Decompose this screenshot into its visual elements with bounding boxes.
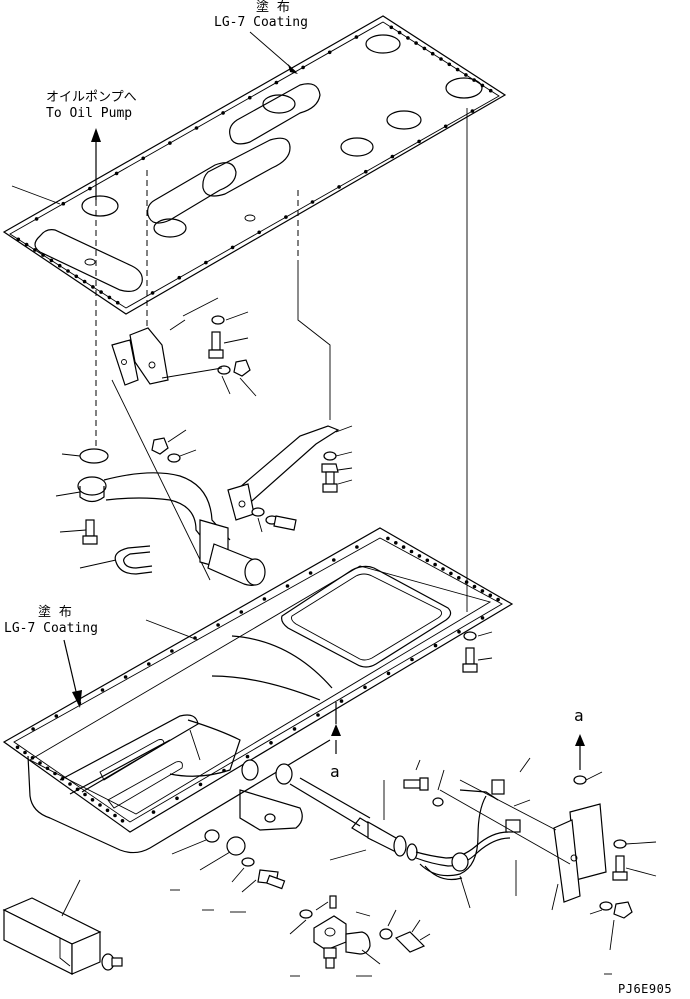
left-coating-jp-label: 塗 布: [38, 605, 72, 620]
reference-a-right: a: [574, 706, 584, 725]
drain-fitting: [299, 895, 426, 969]
oil-pan: [2, 527, 514, 854]
oil-pump-jp-label: オイルポンプへ: [46, 90, 137, 105]
oil-pump-en-label: To Oil Pump: [46, 106, 133, 121]
reference-a-left: a: [330, 762, 340, 781]
bracket-right: [227, 425, 340, 521]
suction-pipe: [77, 448, 266, 586]
top-coating-en-label: LG-7 Coating: [214, 15, 308, 30]
left-coating-en-label: LG-7 Coating: [4, 621, 98, 636]
drawing-number: PJ6E905: [618, 982, 673, 996]
gasket-bolt-holes: [16, 25, 493, 305]
bolt-3: [322, 471, 338, 493]
bolt-6: [462, 647, 478, 673]
bracket-upper: [111, 327, 169, 386]
oil-pan-bolt-holes: [15, 536, 500, 823]
bolt-5: [612, 855, 628, 881]
sensor-bracket: [553, 775, 607, 903]
bolt-4: [403, 777, 429, 791]
bolt-1: [208, 331, 224, 359]
special-tool: [2, 897, 123, 975]
gasket-plate: [2, 15, 507, 315]
bolt-2: [82, 519, 98, 545]
top-coating-jp-label: 塗 布: [256, 0, 290, 15]
u-clamp: [114, 545, 153, 575]
level-gauge-assembly: [289, 777, 521, 881]
